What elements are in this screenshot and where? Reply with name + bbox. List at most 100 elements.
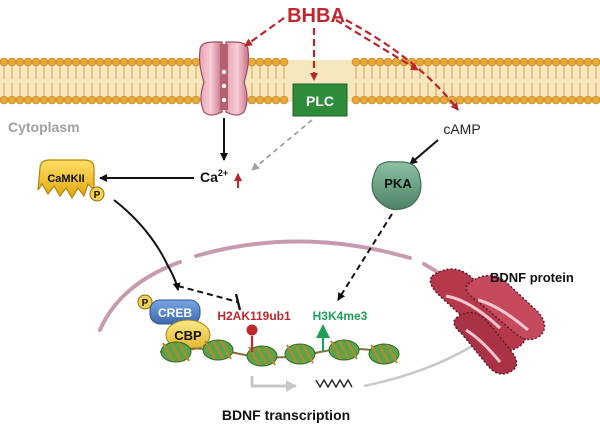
plc-enzyme-icon: PLC xyxy=(292,83,348,117)
lipid-head xyxy=(431,57,441,67)
lipid-head xyxy=(47,57,57,67)
lipid-head xyxy=(383,57,393,67)
lipid-head xyxy=(535,95,545,105)
lipid-head xyxy=(495,95,505,105)
bdnf-protein-label: BDNF protein xyxy=(490,270,574,285)
cytoplasm-label: Cytoplasm xyxy=(8,119,80,135)
lipid-head xyxy=(71,57,81,67)
lipid-head xyxy=(575,95,585,105)
lipid-head xyxy=(151,57,161,67)
lipid-head xyxy=(479,95,489,105)
camkii-to-creb-arrow xyxy=(113,199,181,291)
lipid-head xyxy=(375,95,385,105)
cbp-label: CBP xyxy=(174,328,202,343)
lipid-head xyxy=(183,57,193,67)
lipid-head xyxy=(367,95,377,105)
lipid-head xyxy=(263,95,273,105)
dna-wrap xyxy=(286,344,298,364)
dna-wrap xyxy=(248,346,260,366)
lipid-head xyxy=(23,57,33,67)
lipid-head xyxy=(391,57,401,67)
lipid-head xyxy=(39,95,49,105)
dna-wrap xyxy=(346,340,358,360)
lipid-head xyxy=(543,57,553,67)
lipid-head xyxy=(63,57,73,67)
lipid-heads-bottom xyxy=(0,95,600,105)
lipid-head xyxy=(519,57,529,67)
lipid-head xyxy=(575,57,585,67)
lipid-head xyxy=(423,57,433,67)
lipid-head xyxy=(79,57,89,67)
lipid-head xyxy=(423,95,433,105)
camkii-kinase-icon: CaMKII P xyxy=(37,159,105,202)
lipid-head xyxy=(175,57,185,67)
creb-phospho-label: P xyxy=(142,298,149,309)
lipid-head xyxy=(63,95,73,105)
dna-wrap xyxy=(294,344,306,364)
lipid-head xyxy=(103,95,113,105)
lipid-head xyxy=(95,57,105,67)
lipid-head xyxy=(31,57,41,67)
lipid-head xyxy=(591,95,600,105)
lipid-head xyxy=(271,57,281,67)
dna-wrap xyxy=(220,340,232,360)
lipid-head xyxy=(455,57,465,67)
lipid-head xyxy=(191,57,201,67)
lipid-head xyxy=(159,57,169,67)
lipid-head xyxy=(119,57,129,67)
transcription-arrow xyxy=(250,376,297,392)
lipid-head xyxy=(511,57,521,67)
lipid-head xyxy=(455,95,465,105)
lipid-head xyxy=(175,95,185,105)
dna-wrap xyxy=(212,340,224,360)
lipid-head xyxy=(167,95,177,105)
lipid-head xyxy=(559,57,569,67)
bhba-arrows xyxy=(244,17,459,111)
lipid-head xyxy=(439,57,449,67)
camp-to-pka-arrow xyxy=(409,139,439,165)
lipid-head xyxy=(103,57,113,67)
lipid-head xyxy=(551,95,561,105)
lipid-head xyxy=(583,57,593,67)
nucleosome-icon xyxy=(160,339,400,367)
chromatin xyxy=(159,339,400,367)
lipid-head xyxy=(191,95,201,105)
lipid-head xyxy=(47,95,57,105)
lipid-head xyxy=(479,57,489,67)
lipid-head xyxy=(431,95,441,105)
dna-wrap xyxy=(370,344,382,364)
lipid-head xyxy=(559,95,569,105)
lipid-head xyxy=(567,95,577,105)
lipid-head xyxy=(503,95,513,105)
lipid-head xyxy=(487,95,497,105)
dna-wrap xyxy=(338,340,350,360)
lipid-head xyxy=(415,57,425,67)
lipid-head xyxy=(87,95,97,105)
pka-label: PKA xyxy=(384,176,412,191)
svg-text:Ca2+: Ca2+ xyxy=(200,168,228,185)
lipid-head xyxy=(279,95,289,105)
lipid-head xyxy=(367,57,377,67)
dna-wrap xyxy=(178,342,190,362)
lipid-head xyxy=(127,95,137,105)
dna-wrap xyxy=(204,340,216,360)
camkii-phospho-label: P xyxy=(94,190,101,201)
lipid-head xyxy=(7,95,17,105)
lipid-head xyxy=(135,57,145,67)
lipid-head xyxy=(535,57,545,67)
lipid-tails xyxy=(3,66,597,96)
camkii-label: CaMKII xyxy=(47,173,84,185)
lipid-head xyxy=(31,95,41,105)
lipid-head xyxy=(247,95,257,105)
bhba-to-membrane-arrow xyxy=(335,19,419,71)
lipid-head xyxy=(375,57,385,67)
dna-wrap xyxy=(256,346,268,366)
lipid-head xyxy=(143,57,153,67)
lipid-head xyxy=(23,95,33,105)
ca-ion-label: Ca2+ xyxy=(200,168,242,188)
lipid-head xyxy=(71,95,81,105)
cell-membrane xyxy=(0,57,600,105)
lipid-head xyxy=(351,95,361,105)
lipid-head xyxy=(383,95,393,105)
lipid-head xyxy=(463,57,473,67)
